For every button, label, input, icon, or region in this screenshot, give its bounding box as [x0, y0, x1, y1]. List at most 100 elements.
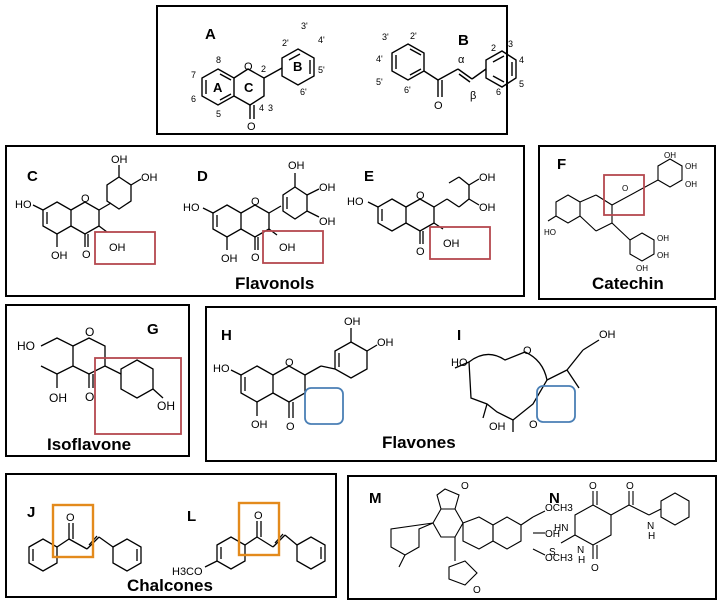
f-o-1: O [622, 184, 628, 193]
position-6: 6 [191, 94, 196, 104]
f-oh-1: OH [664, 151, 676, 160]
n-o-top: O [589, 481, 597, 492]
f-oh-5: OH [657, 251, 669, 260]
m-och3-top: OCH3 [545, 503, 573, 514]
position-4-prime: 4' [318, 35, 325, 45]
flavone-structures: HO O OH O OH OH HO O OH O OH [213, 316, 616, 433]
h-o-4: O [286, 421, 295, 433]
label-j: J [27, 504, 36, 521]
d-oh-4-prime: OH [288, 160, 305, 172]
position-5: 5 [216, 109, 221, 119]
label-i: I [457, 327, 462, 344]
n-o-bottom: O [591, 563, 599, 574]
panel-chalcones: J L Chalcones [5, 473, 337, 598]
position-7: 7 [191, 70, 196, 80]
highlight-box-j [51, 503, 95, 559]
n-s: S [549, 547, 556, 558]
i-ho: HO [451, 357, 468, 369]
chalcone-2: 2 [491, 43, 496, 53]
c-oh-3-prime: OH [111, 154, 128, 166]
label-n: N [549, 490, 560, 507]
position-5-prime: 5' [318, 65, 325, 75]
f-oh-6: OH [636, 264, 648, 273]
label-h: H [221, 327, 232, 344]
c-o-1: O [81, 193, 90, 205]
label-d: D [197, 168, 208, 185]
class-flavones: Flavones [382, 433, 456, 452]
highlight-box-c [94, 231, 156, 265]
highlight-box-g [94, 357, 182, 435]
flavonol-structures: HO O OH O OH OH OH HO O OH O OH OH OH OH… [15, 154, 496, 265]
class-chalcones: Chalcones [127, 576, 213, 595]
l-o: O [254, 510, 263, 522]
l-h3co: H3CO [172, 566, 203, 578]
chalcone-structures: O O H3CO [28, 501, 326, 578]
d-o-1: O [251, 196, 260, 208]
e-o-1: O [416, 190, 425, 202]
e-o-4: O [416, 246, 425, 258]
position-2: 2 [261, 64, 266, 74]
class-isoflavone: Isoflavone [47, 435, 132, 454]
chalcone-6: 6 [496, 87, 501, 97]
label-l: L [187, 508, 197, 525]
class-flavonols: Flavonols [235, 274, 315, 293]
chalcone-3-prime: 3' [382, 32, 389, 42]
other-structures: O OCH3 OH OCH3 O O O HN N H S N H O [390, 481, 690, 596]
flavanone-core-structure: O O A C B 8 7 6 5 4 3 2 2' 3' 4' 5' 6' [191, 21, 524, 133]
chalcone-2-prime: 2' [410, 31, 417, 41]
h-oh-3-prime: OH [344, 316, 361, 328]
position-4: 4 [259, 103, 264, 113]
d-ho-7: HO [183, 202, 200, 214]
f-oh-4: OH [657, 234, 669, 243]
g-o-4: O [85, 390, 94, 404]
carbonyl-o-atom: O [247, 121, 256, 133]
h-o-1: O [285, 357, 294, 369]
ring-letter-c: C [244, 80, 254, 95]
highlight-box-h [304, 387, 344, 425]
g-o-1: O [85, 325, 94, 339]
chalcone-6-prime: 6' [404, 85, 411, 95]
label-b: B [458, 32, 469, 49]
highlight-box-i [536, 385, 576, 423]
h-oh-4-prime: OH [377, 337, 394, 349]
highlight-box-e [429, 226, 491, 260]
position-6-prime: 6' [300, 87, 307, 97]
label-f: F [557, 156, 567, 173]
n-o-amide: O [626, 481, 634, 492]
beta-symbol: β [470, 90, 476, 102]
panel-catechin: F Catechin OH OH OH HO OH OH OH O [538, 145, 716, 300]
c-ho-7: HO [15, 199, 32, 211]
panel-other-compounds: M N [347, 475, 717, 600]
h-ho-7: HO [213, 363, 230, 375]
label-e: E [364, 168, 375, 185]
position-3-prime: 3' [301, 21, 308, 31]
e-oh-3: OH [443, 238, 460, 250]
chalcone-5-prime: 5' [376, 77, 383, 87]
i-oh-a: OH [489, 421, 506, 433]
d-oh-5-prime: OH [319, 216, 336, 228]
g-ho-7: HO [17, 339, 35, 353]
panel-flavones: H I Flavones [205, 306, 717, 462]
position-2-prime: 2' [282, 38, 289, 48]
highlight-box-f [603, 174, 645, 216]
c-oh-3: OH [109, 242, 126, 254]
f-ho-1: HO [544, 228, 556, 237]
m-och3-bottom: OCH3 [545, 553, 573, 564]
highlight-box-l [237, 501, 281, 557]
d-o-4: O [251, 252, 260, 264]
i-o-ring: O [523, 345, 532, 357]
chalcone-4: 4 [519, 55, 524, 65]
label-a: A [205, 26, 216, 43]
ring-letter-b: B [293, 59, 302, 74]
label-c: C [27, 168, 38, 185]
chalcone-4-prime: 4' [376, 54, 383, 64]
ring-letter-a: A [213, 80, 223, 95]
j-o: O [66, 512, 75, 524]
i-oh-b: OH [599, 329, 616, 341]
i-o-carbonyl: O [529, 419, 538, 431]
c-o-4: O [82, 249, 91, 261]
e-oh-b: OH [479, 202, 496, 214]
n-amide-n: N [647, 521, 654, 532]
g-oh-4-prime: OH [157, 399, 175, 413]
isoflavone-structure: HO O OH O OH [17, 325, 182, 435]
